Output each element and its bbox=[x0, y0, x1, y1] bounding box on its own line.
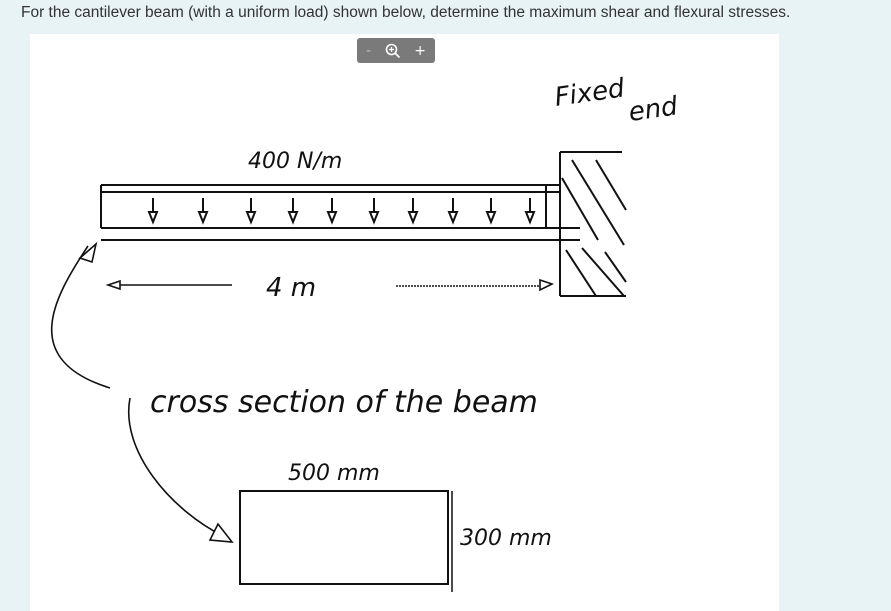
width-label: 500 mm bbox=[288, 461, 380, 486]
zoom-magnifier-icon[interactable] bbox=[385, 43, 401, 59]
fixed-support bbox=[559, 151, 627, 297]
span-dimension bbox=[105, 278, 555, 292]
distributed-load bbox=[100, 184, 561, 228]
zoom-controls[interactable]: - + bbox=[357, 38, 435, 63]
cross-section-rectangle bbox=[239, 490, 449, 585]
load-arrows bbox=[147, 198, 536, 225]
section-pointer bbox=[50, 241, 234, 543]
end-label: end bbox=[627, 91, 680, 128]
height-label: 300 mm bbox=[460, 526, 552, 551]
diagram-panel bbox=[30, 34, 779, 611]
question-text: For the cantilever beam (with a uniform … bbox=[21, 4, 791, 21]
zoom-in-button[interactable]: + bbox=[414, 42, 426, 59]
cross-section-title: cross section of the beam bbox=[150, 385, 538, 420]
load-label: 400 N/m bbox=[248, 149, 342, 174]
zoom-out-button[interactable]: - bbox=[366, 42, 372, 59]
beam bbox=[101, 227, 580, 241]
fixed-label: Fixed bbox=[553, 73, 627, 113]
span-label: 4 m bbox=[266, 273, 316, 303]
